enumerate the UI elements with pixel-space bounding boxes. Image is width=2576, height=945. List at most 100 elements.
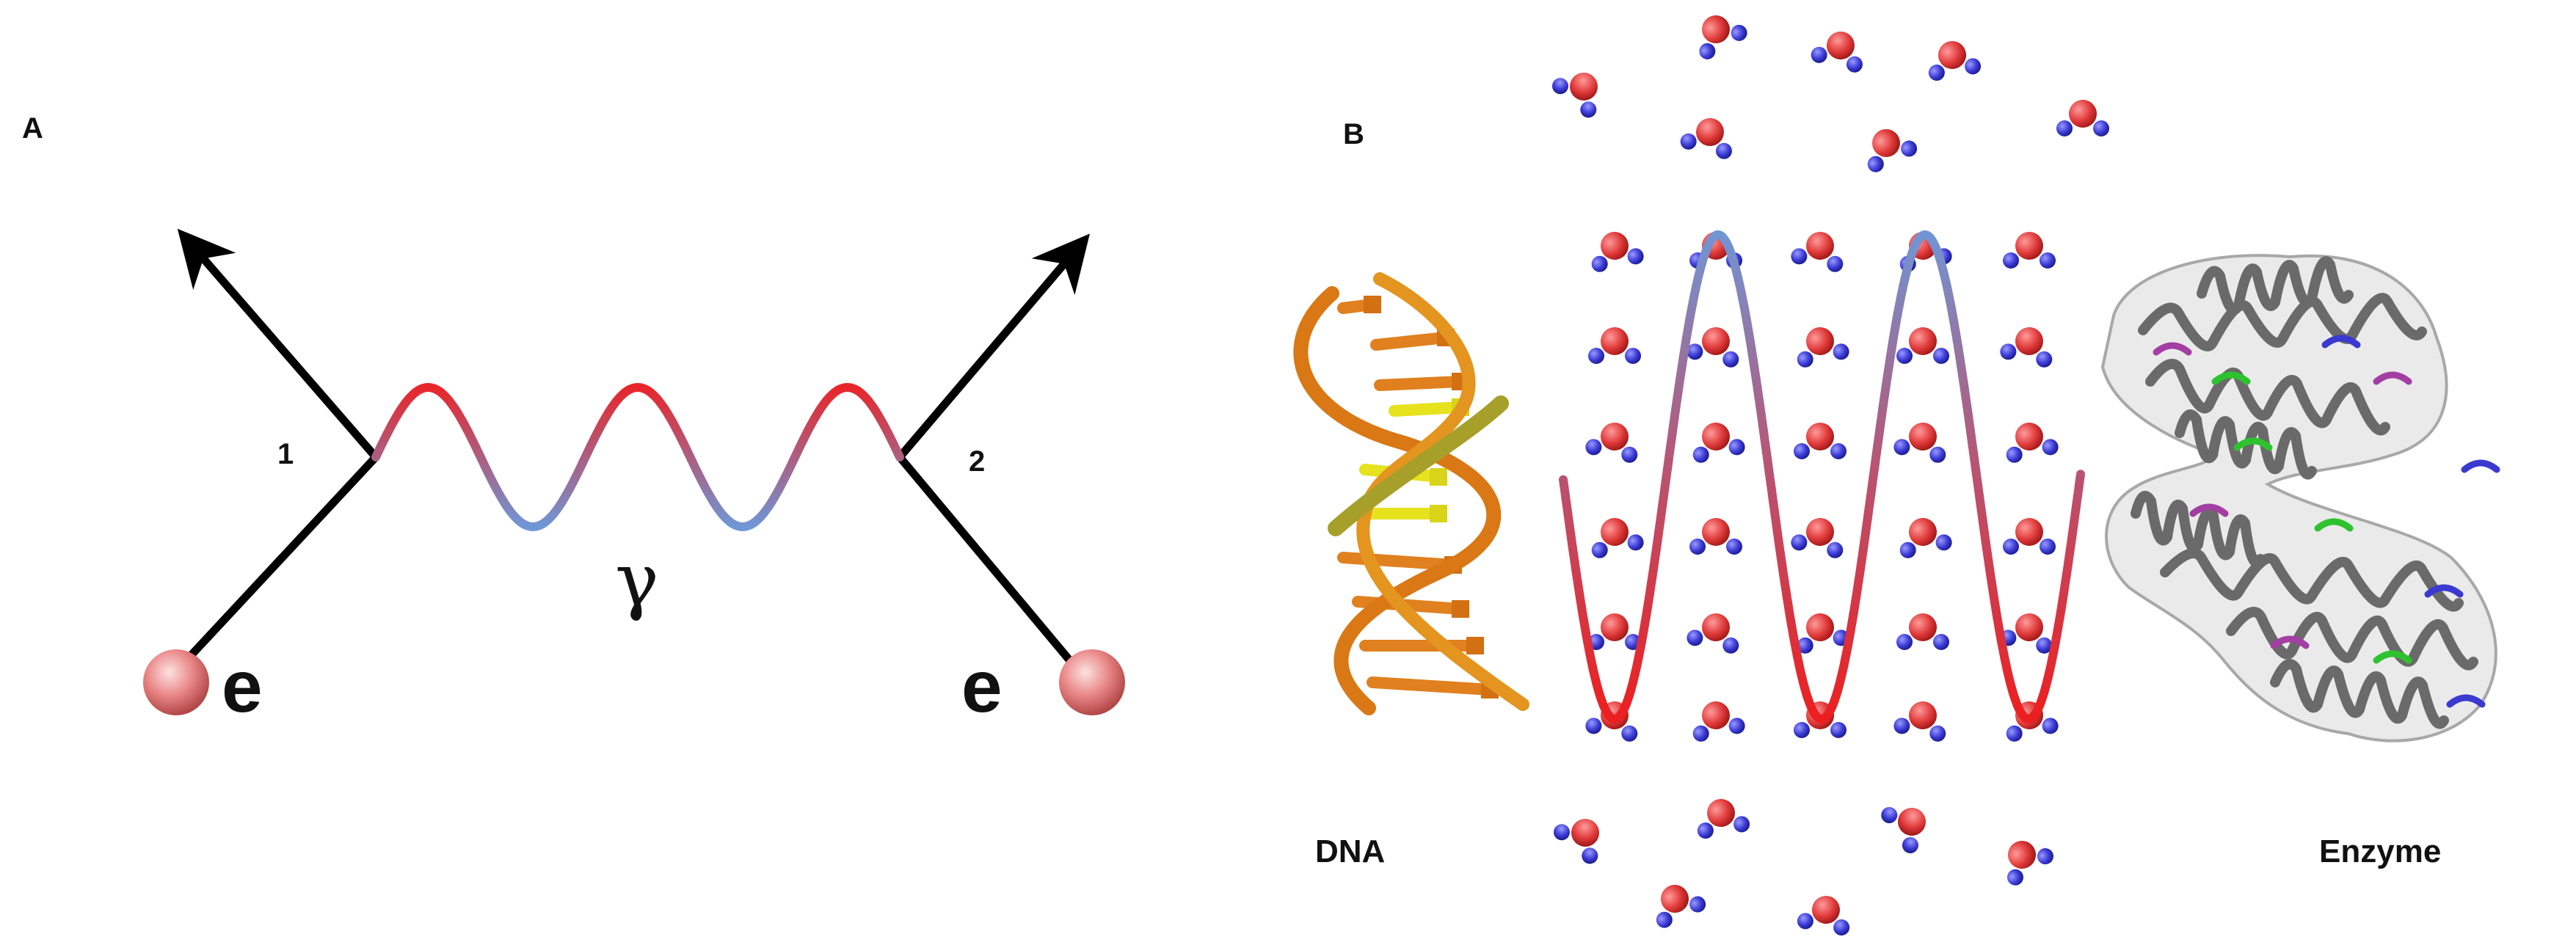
oxygen-atom: [2015, 613, 2043, 641]
left-outgoing-arrow: [177, 228, 379, 460]
dna-helix: [1293, 272, 1529, 715]
hydrogen-atom: [1827, 541, 1844, 558]
oxygen-atom: [1707, 799, 1735, 827]
oxygen-atom: [1702, 423, 1730, 450]
oxygen-atom: [1601, 613, 1629, 641]
water-molecule: [1791, 232, 1844, 272]
enzyme-helix-ribbon: [2197, 256, 2354, 315]
hydrogen-atom: [2040, 539, 2056, 555]
oxygen-atom: [1601, 518, 1629, 546]
water-molecule: [2000, 613, 2053, 654]
photon-wavy-line: [371, 382, 904, 532]
enzyme-residue: [2321, 335, 2361, 349]
right-outgoing-arrow: [896, 233, 1090, 460]
oxygen-atom: [1806, 518, 1834, 546]
dna-backbone-strand-1: [1293, 286, 1502, 715]
hydrogen-atom: [1797, 637, 1813, 654]
hydrogen-atom: [1896, 634, 1913, 650]
hydrogen-atom: [2036, 637, 2053, 654]
dna-base: [1452, 600, 1469, 618]
water-molecule: [1591, 518, 1644, 558]
hydrogen-atom: [1833, 343, 1849, 360]
hydrogen-atom: [1893, 718, 1910, 734]
water-molecules: [1551, 15, 2109, 936]
hydrogen-atom: [1896, 348, 1913, 364]
water-molecule: [1794, 423, 1847, 459]
hydrogen-atom: [1591, 541, 1608, 558]
water-molecule: [1811, 32, 1863, 73]
water-molecule: [1699, 15, 1747, 59]
hydrogen-atom: [1621, 725, 1638, 742]
hydrogen-atom: [1625, 348, 1641, 364]
hydrogen-atom: [1902, 836, 1918, 853]
enzyme-helix-ribbon: [2160, 548, 2464, 612]
oxygen-atom: [1806, 613, 1834, 641]
hydrogen-atom: [1689, 539, 1706, 555]
hydrogen-atom: [1585, 439, 1602, 456]
oxygen-atom: [1909, 327, 1937, 355]
oxygen-atom: [1806, 327, 1834, 355]
hydrogen-atom: [1791, 248, 1808, 265]
enzyme-residue: [2424, 584, 2464, 598]
water-molecule: [1881, 806, 1926, 853]
hydrogen-atom: [1692, 725, 1709, 742]
enzyme-residue: [2233, 437, 2273, 451]
hydrogen-atom: [1627, 534, 1644, 551]
hydrogen-atom: [1687, 343, 1703, 360]
dna-base: [1466, 637, 1484, 654]
oxygen-atom: [1806, 423, 1834, 450]
oxygen-atom: [1696, 118, 1724, 146]
enzyme-residue: [2270, 635, 2310, 649]
oxygen-atom: [1661, 885, 1689, 913]
water-molecule: [1893, 423, 1946, 463]
dna-backbone-strand-2: [1356, 272, 1529, 711]
enzyme-helix-ribbon: [2270, 659, 2449, 729]
dna-base-pair: [1370, 332, 1452, 351]
hydrogen-atom: [2042, 718, 2059, 734]
panel-a-label: A: [22, 112, 43, 145]
water-molecule: [1585, 423, 1638, 463]
oxygen-atom: [1601, 232, 1629, 260]
hydrogen-atom: [1830, 722, 1847, 738]
oxygen-atom: [2015, 518, 2043, 546]
hydrogen-atom: [1928, 65, 1945, 81]
hydrogen-atom: [1580, 101, 1597, 118]
water-molecule: [1697, 799, 1750, 839]
water-molecule: [1656, 885, 1706, 928]
enzyme-residue: [2153, 342, 2192, 356]
hydrogen-atom: [1689, 896, 1706, 913]
dna-base: [1430, 468, 1447, 486]
water-molecule: [1928, 41, 1982, 81]
water-molecule: [1899, 518, 1952, 558]
oxygen-atom: [1909, 423, 1937, 450]
enzyme-helix-ribbon: [2145, 359, 2390, 436]
water-molecule: [1588, 327, 1641, 364]
hydrogen-atom: [2037, 848, 2053, 865]
oxygen-atom: [1812, 896, 1840, 924]
hydrogen-atom: [2006, 446, 2023, 463]
water-molecule: [2003, 232, 2056, 269]
hydrogen-atom: [1627, 248, 1644, 265]
hydrogen-atom: [2042, 439, 2059, 456]
dna-label: DNA: [1315, 833, 1385, 869]
oxygen-atom: [1601, 327, 1629, 355]
hydrogen-atom: [1722, 637, 1739, 654]
hydrogen-atom: [1929, 446, 1946, 463]
water-molecule: [1588, 613, 1641, 650]
hydrogen-atom: [1715, 142, 1732, 159]
oxygen-atom: [1938, 41, 1966, 69]
enzyme-ribbons: [2131, 256, 2500, 729]
water-molecule: [1893, 701, 1946, 742]
dna-base-pair: [1337, 552, 1459, 571]
hydrogen-atom: [1933, 348, 1949, 364]
electron-left-sphere: [143, 649, 209, 715]
water-molecule: [1680, 118, 1732, 159]
hydrogen-atom: [2036, 351, 2053, 368]
hydrogen-atom: [1811, 46, 1827, 63]
hydrogen-atom: [1933, 634, 1949, 650]
hydrogen-atom: [1692, 446, 1709, 463]
hydrogen-atom: [1830, 443, 1847, 459]
hydrogen-atom: [1867, 156, 1884, 172]
line-2-label: 2: [969, 445, 985, 478]
